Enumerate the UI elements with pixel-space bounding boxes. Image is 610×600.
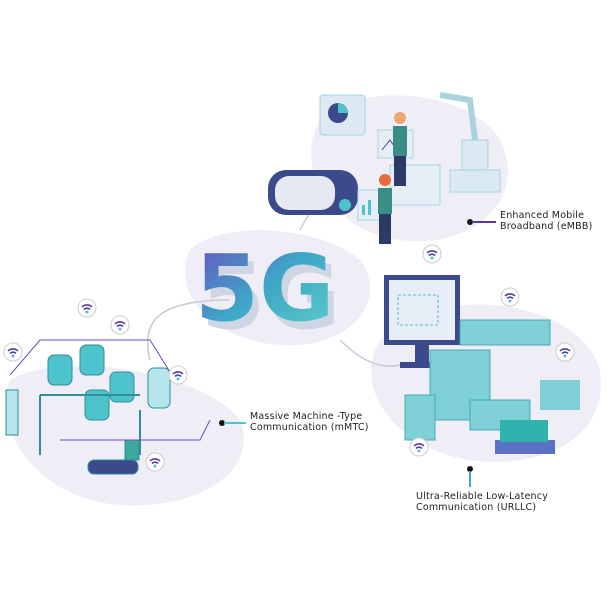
vr-headset-icon bbox=[268, 170, 358, 215]
wifi-icon bbox=[110, 315, 130, 335]
mmtc-pointer-line bbox=[224, 422, 246, 424]
embb-pointer-line bbox=[472, 221, 496, 223]
mmtc-label: Massive Machine -Type Communication (mMT… bbox=[250, 411, 369, 433]
person-figure bbox=[378, 112, 407, 244]
pipes bbox=[9, 339, 211, 441]
machine bbox=[404, 319, 551, 441]
mmtc-pointer-dot bbox=[219, 420, 225, 426]
embb-label: Enhanced Mobile Broadband (eMBB) bbox=[500, 210, 593, 232]
5g-logo: 5G bbox=[195, 235, 335, 342]
wifi-icon bbox=[168, 365, 188, 385]
robot-arm-icon bbox=[439, 92, 501, 193]
wifi-icon bbox=[145, 452, 165, 472]
wifi-icon bbox=[500, 287, 520, 307]
tank-frames bbox=[39, 394, 141, 455]
urllc-pointer-dot bbox=[467, 466, 473, 472]
monitor-icon bbox=[384, 275, 460, 368]
pallet-icon bbox=[495, 380, 580, 454]
urllc-pointer-line bbox=[469, 471, 471, 487]
5g-blob bbox=[184, 230, 371, 346]
wifi-icon bbox=[422, 244, 442, 264]
wifi-icon bbox=[555, 342, 575, 362]
embb-pointer-dot bbox=[467, 219, 473, 225]
urllc-label: Ultra-Reliable Low-Latency Communication… bbox=[416, 491, 549, 513]
wifi-icon bbox=[77, 298, 97, 318]
wifi-icon bbox=[3, 342, 23, 362]
mmtc-blob bbox=[5, 365, 244, 506]
wifi-icon bbox=[409, 437, 429, 457]
